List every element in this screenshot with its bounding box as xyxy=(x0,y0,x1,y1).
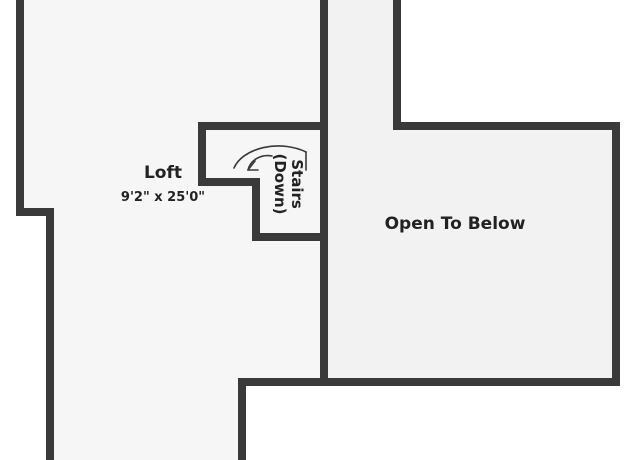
stairs-area xyxy=(202,126,324,237)
stairs-label-line1: Stairs xyxy=(288,159,306,209)
stairs-label: Stairs (Down) xyxy=(271,153,306,214)
stairwell-wall xyxy=(198,122,328,241)
outer-wall-left xyxy=(16,0,54,460)
curved-arrow-icon xyxy=(233,145,307,171)
loft-floor-area xyxy=(20,0,324,460)
walls xyxy=(16,0,620,460)
loft-dimensions: 9'2" x 25'0" xyxy=(121,190,205,205)
open-to-below-area xyxy=(324,0,616,382)
outer-wall-bottom-right xyxy=(238,0,620,460)
stairs-label-line2: (Down) xyxy=(271,153,289,214)
open-to-below-label: Open To Below xyxy=(385,214,526,234)
loft-name: Loft xyxy=(144,163,182,183)
